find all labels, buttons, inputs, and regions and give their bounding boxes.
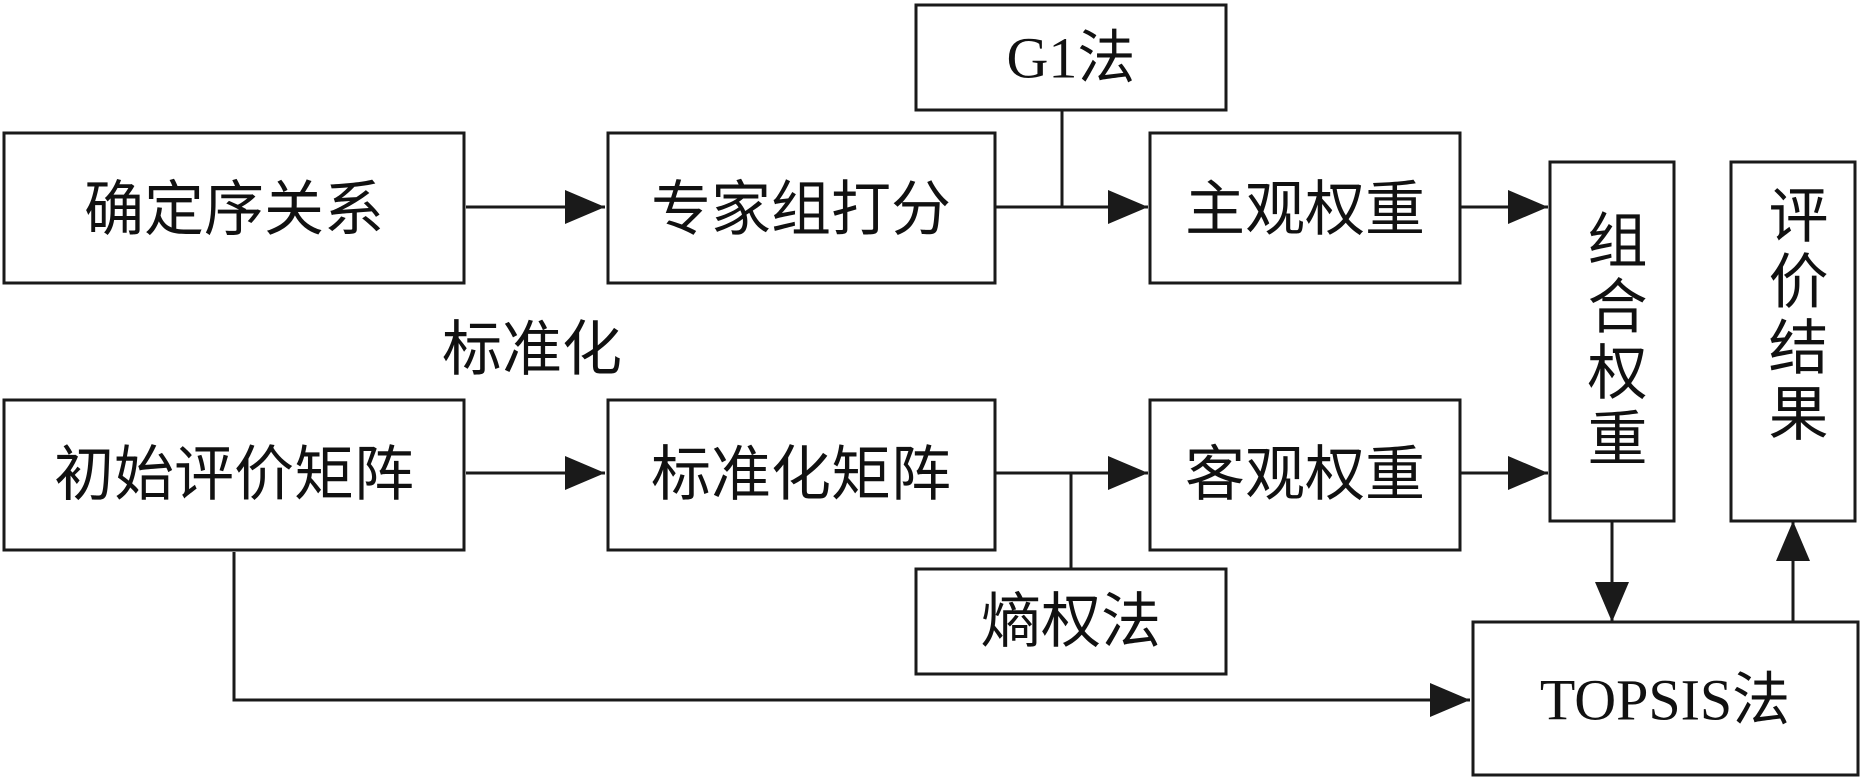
node-g1-method-label: G1法: [1007, 26, 1136, 91]
node-determine-order: 确定序关系: [2, 131, 466, 285]
node-standardized-matrix-label: 标准化矩阵: [651, 440, 951, 510]
node-topsis-method: TOPSIS法: [1471, 620, 1860, 777]
edge-label-standardization: 标准化: [442, 315, 622, 385]
node-expert-scoring: 专家组打分: [606, 131, 997, 285]
node-combined-weight-label: 组合权重: [1577, 209, 1647, 473]
node-subjective-weight-label: 主观权重: [1185, 175, 1425, 245]
node-standardized-matrix: 标准化矩阵: [606, 398, 997, 552]
node-combined-weight: 组合权重: [1548, 160, 1676, 523]
node-initial-matrix: 初始评价矩阵: [2, 398, 466, 552]
node-entropy-method-label: 熵权法: [981, 587, 1161, 657]
arrow-initial-to-topsis: [232, 552, 1470, 717]
node-objective-weight: 客观权重: [1148, 398, 1462, 552]
node-objective-weight-label: 客观权重: [1185, 440, 1425, 510]
node-subjective-weight: 主观权重: [1148, 131, 1462, 285]
node-evaluation-result: 评价结果: [1729, 160, 1857, 523]
node-evaluation-result-label: 评价结果: [1758, 184, 1828, 448]
node-expert-scoring-label: 专家组打分: [651, 175, 951, 245]
node-topsis-method-label: TOPSIS法: [1540, 668, 1790, 733]
connectors: [232, 110, 1810, 717]
node-g1-method: G1法: [914, 3, 1228, 112]
node-initial-matrix-label: 初始评价矩阵: [54, 440, 414, 510]
node-determine-order-label: 确定序关系: [84, 175, 384, 245]
node-entropy-method: 熵权法: [914, 567, 1228, 676]
